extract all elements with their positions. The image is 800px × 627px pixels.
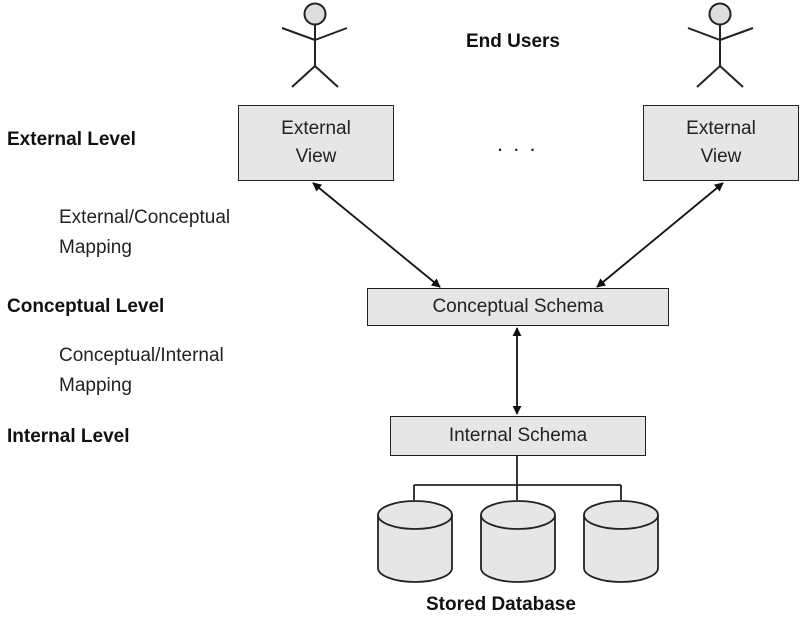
conceptual-schema-box: Conceptual Schema — [367, 288, 669, 326]
external-view-line2: View — [295, 146, 337, 167]
internal-schema-box: Internal Schema — [390, 416, 646, 456]
external-level-label: External Level — [7, 129, 136, 150]
database-cylinder-icon-3 — [583, 500, 659, 583]
arrow-left-external-to-conceptual — [312, 182, 441, 288]
external-view-line2: View — [700, 146, 742, 167]
external-conceptual-mapping-label: External/Conceptual Mapping — [59, 203, 230, 263]
end-user-icon-right — [687, 2, 754, 88]
external-view-box-left: External View — [238, 105, 394, 181]
database-cylinder-icon-1 — [377, 500, 453, 583]
mapping-line-1: Conceptual/Internal — [59, 345, 224, 366]
arrow-right-external-to-conceptual — [596, 182, 724, 288]
database-cylinder-icon-2 — [480, 500, 556, 583]
end-user-icon-left — [281, 2, 348, 88]
conceptual-internal-mapping-label: Conceptual/Internal Mapping — [59, 341, 224, 401]
external-view-line1: External — [686, 118, 756, 139]
internal-level-label: Internal Level — [7, 426, 130, 447]
external-view-box-right: External View — [643, 105, 799, 181]
external-view-line1: External — [281, 118, 351, 139]
end-users-title: End Users — [466, 31, 560, 52]
stored-database-label: Stored Database — [426, 594, 576, 615]
conceptual-level-label: Conceptual Level — [7, 296, 165, 317]
ellipsis: . . . — [497, 131, 538, 156]
mapping-line-2: Mapping — [59, 237, 132, 258]
mapping-line-2: Mapping — [59, 375, 132, 396]
database-connector-lines — [413, 456, 622, 500]
mapping-line-1: External/Conceptual — [59, 207, 231, 228]
